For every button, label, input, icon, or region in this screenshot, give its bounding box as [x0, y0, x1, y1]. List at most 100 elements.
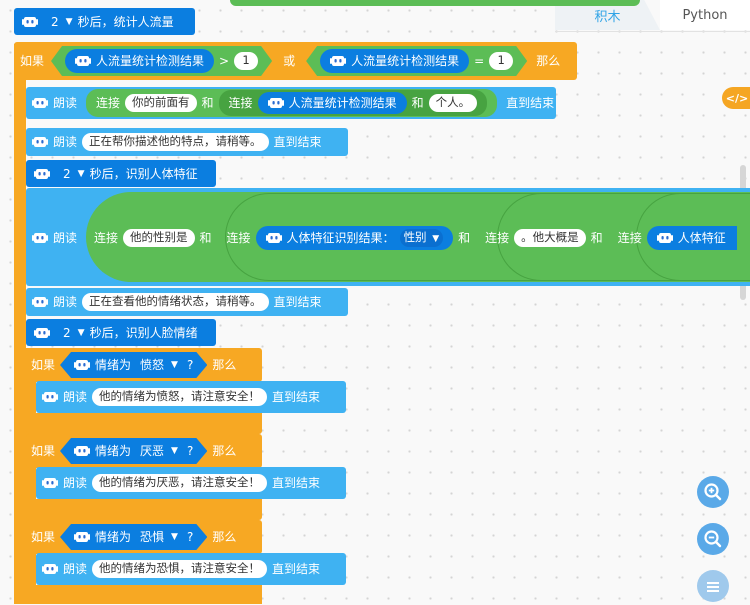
- wait-3-value[interactable]: 2: [63, 325, 71, 340]
- emotion-condition[interactable]: 情绪为 厌恶 ▼ ?: [60, 438, 207, 464]
- say-block-1[interactable]: 朗读 连接 你的前面有 和 连接 人流量统计检测结果 和 个人。 直到结束: [26, 87, 556, 119]
- zoom-in-button[interactable]: [697, 476, 729, 508]
- text-input[interactable]: 。他大概是: [514, 229, 586, 247]
- if-block-3-arm: [26, 434, 36, 520]
- question-mark: ?: [186, 444, 194, 458]
- wait-2-text: 秒后，识别人体特征: [89, 166, 198, 181]
- join-keyword: 连接: [485, 231, 510, 245]
- question-mark: ?: [186, 358, 194, 372]
- reporter-label: 人体特征: [677, 231, 726, 245]
- until-done-label: 直到结束: [272, 562, 321, 576]
- wait-1-value[interactable]: 2: [51, 14, 59, 29]
- zoom-reset-icon: [707, 582, 719, 592]
- say-block-3-head: 朗读: [32, 228, 77, 248]
- feature-dropdown[interactable]: 性别 ▼: [399, 229, 444, 247]
- emotion-condition[interactable]: 情绪为 恐惧 ▼ ?: [60, 524, 207, 550]
- emotion-condition[interactable]: 情绪为 愤怒 ▼ ?: [60, 352, 207, 378]
- dropdown-arrow-icon: ▼: [171, 360, 178, 370]
- say-block-4[interactable]: 朗读 正在查看他的情绪状态，请稍等。 直到结束: [26, 288, 348, 316]
- if-block-4-foot: [26, 585, 262, 604]
- zoom-out-button[interactable]: [697, 523, 729, 555]
- reporter-body-feature[interactable]: 人体特征识别结果： 性别 ▼: [255, 226, 454, 250]
- if-keyword: 如果: [31, 530, 56, 544]
- join-keyword: 连接: [94, 231, 119, 245]
- text-input[interactable]: 他的情绪为厌恶，请注意安全！: [92, 474, 268, 492]
- wait-2-value[interactable]: 2: [63, 166, 71, 181]
- code-toggle-button[interactable]: </>: [722, 87, 750, 109]
- reporter-crowd-count-right[interactable]: 人流量统计检测结果: [320, 49, 469, 73]
- robot-icon: [34, 327, 50, 339]
- operator-gt: >: [219, 54, 230, 68]
- robot-icon: [42, 477, 58, 489]
- tab-python-label: Python: [682, 7, 728, 23]
- join-block[interactable]: 连接 你的前面有 和 连接 人流量统计检测结果 和 个人。: [86, 89, 498, 117]
- condition-right[interactable]: 人流量统计检测结果 = 1: [306, 46, 527, 76]
- emotion-dropdown[interactable]: 厌恶: [140, 444, 165, 458]
- say-block-fear[interactable]: 朗读 他的情绪为恐惧，请注意安全！ 直到结束: [36, 553, 346, 585]
- zoom-out-icon: [704, 530, 722, 548]
- text-input[interactable]: 个人。: [428, 94, 478, 112]
- say-block-disgust[interactable]: 朗读 他的情绪为厌恶，请注意安全！ 直到结束: [36, 467, 346, 499]
- until-done-label: 直到结束: [273, 295, 322, 309]
- text-input[interactable]: 正在查看他的情绪状态，请稍等。: [82, 293, 269, 311]
- feature-dropdown-value: 性别: [403, 230, 427, 244]
- condition-label: 情绪为: [95, 444, 132, 458]
- and-keyword: 和: [458, 231, 471, 245]
- robot-icon: [32, 296, 48, 308]
- then-keyword: 那么: [536, 54, 561, 68]
- and-keyword: 和: [590, 231, 603, 245]
- text-input[interactable]: 他的情绪为恐惧，请注意安全！: [92, 560, 268, 578]
- reporter-crowd-count[interactable]: 人流量统计检测结果: [257, 92, 407, 114]
- if-block-3-foot: [26, 499, 262, 520]
- dropdown-arrow-icon: ▼: [65, 16, 73, 27]
- join-keyword: 连接: [226, 231, 251, 245]
- then-keyword: 那么: [212, 444, 237, 458]
- reporter-crowd-count-left[interactable]: 人流量统计检测结果: [65, 49, 214, 73]
- join-block-inner[interactable]: 连接 人流量统计检测结果 和 个人。: [218, 90, 488, 116]
- question-mark: ?: [186, 530, 194, 544]
- text-input[interactable]: 他的情绪为愤怒，请注意安全！: [92, 388, 268, 406]
- if-block-1-arm: [14, 44, 26, 604]
- wait-block-2[interactable]: 2 ▼ 秒后，识别人体特征: [26, 160, 216, 187]
- robot-icon: [42, 563, 58, 575]
- join-inner-1[interactable]: [225, 193, 750, 281]
- text-input[interactable]: 正在帮你描述他的特点，请稍等。: [82, 133, 269, 151]
- reporter-label: 人流量统计检测结果: [351, 54, 460, 68]
- text-input[interactable]: 他的性别是: [123, 229, 195, 247]
- until-done-label: 直到结束: [272, 390, 321, 404]
- tab-bar-border: [555, 31, 750, 32]
- if-block-1[interactable]: 如果 人流量统计检测结果 > 1 或 人流量统计检测结果 = 1 那么: [14, 42, 577, 80]
- join-inner-2[interactable]: [497, 193, 750, 281]
- wait-block-1[interactable]: 2 ▼ 秒后，统计人流量: [14, 8, 195, 35]
- text-input[interactable]: 你的前面有: [125, 94, 197, 112]
- condition-left[interactable]: 人流量统计检测结果 > 1: [51, 46, 272, 76]
- robot-icon: [74, 445, 90, 457]
- if-block-4[interactable]: 如果 情绪为 恐惧 ▼ ? 那么: [26, 520, 262, 554]
- say-block-anger[interactable]: 朗读 他的情绪为愤怒，请注意安全！ 直到结束: [36, 381, 346, 413]
- join-keyword: 连接: [228, 96, 253, 110]
- and-keyword: 和: [199, 231, 212, 245]
- compare-value-left[interactable]: 1: [234, 52, 258, 70]
- emotion-dropdown[interactable]: 恐惧: [140, 530, 165, 544]
- zoom-reset-button[interactable]: [697, 570, 729, 602]
- reporter-body-feature-2[interactable]: 人体特征: [646, 226, 737, 250]
- dropdown-arrow-icon: ▼: [77, 168, 85, 179]
- say-keyword: 朗读: [53, 135, 78, 149]
- robot-icon: [22, 16, 38, 28]
- if-block-3[interactable]: 如果 情绪为 厌恶 ▼ ? 那么: [26, 434, 262, 468]
- if-block-2[interactable]: 如果 情绪为 愤怒 ▼ ? 那么: [26, 348, 262, 382]
- join-inner-3[interactable]: [636, 193, 750, 281]
- say-keyword: 朗读: [53, 295, 78, 309]
- compare-value-right[interactable]: 1: [489, 52, 513, 70]
- say-block-2[interactable]: 朗读 正在帮你描述他的特点，请稍等。 直到结束: [26, 128, 348, 156]
- emotion-dropdown[interactable]: 愤怒: [140, 358, 165, 372]
- tab-python[interactable]: Python: [660, 0, 750, 30]
- wait-block-3[interactable]: 2 ▼ 秒后，识别人脸情绪: [26, 319, 216, 346]
- dropdown-arrow-icon: ▼: [432, 234, 440, 244]
- if-block-4-arm: [26, 520, 36, 604]
- if-block-2-arm: [26, 348, 36, 434]
- if-keyword: 如果: [31, 358, 56, 372]
- robot-icon: [32, 232, 48, 244]
- then-keyword: 那么: [212, 358, 237, 372]
- robot-icon: [74, 359, 90, 371]
